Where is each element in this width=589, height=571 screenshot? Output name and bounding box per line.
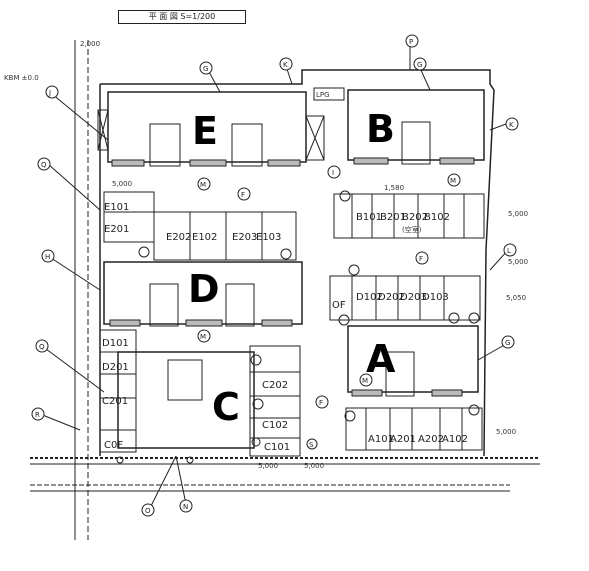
dim-bottom-1: 5,000 [258,462,278,470]
ref-s: S [309,441,314,449]
ref-h: H [45,253,50,261]
parking-a [345,407,483,451]
ref-g: G [203,65,208,73]
unit-e102: E102 [192,232,217,243]
building-d-letter: D [188,267,220,311]
unit-b201: B201 [380,212,406,223]
ref-f-2: F [419,255,423,263]
site-boundary [100,69,495,457]
dim-b-width: 1,580 [384,184,404,192]
ref-f: F [241,191,245,199]
building-c-letter: C [212,385,240,429]
building-a-outline [347,325,479,393]
dim-right-1: 5,000 [508,210,528,218]
building-a-core [385,351,415,397]
ref-k-2: K [509,121,514,129]
unit-e202: E202 [166,232,191,243]
unit-e101: E101 [104,202,129,213]
ref-q: Q [41,161,47,169]
building-e-core-1 [149,123,181,167]
parking-dc-left [99,329,137,453]
dim-bottom-2: 5,000 [304,462,324,470]
unit-e203: E203 [232,232,257,243]
unit-e103: E103 [256,232,281,243]
ref-o: O [145,507,151,515]
stair-e [97,109,109,151]
ref-i: I [332,169,334,177]
lpg-label: LPG [316,91,330,99]
ref-m: M [200,181,206,189]
balcony [111,159,145,167]
unit-d202: D202 [378,292,405,303]
dim-right-2: 5,000 [508,258,528,266]
building-b-letter: B [366,107,395,151]
unit-d101: D101 [102,338,129,349]
parking-d [329,275,481,321]
building-c-core [167,359,203,401]
unit-c0f: C0F [104,440,123,451]
unit-d201: D201 [102,362,129,373]
parking-b [333,193,485,239]
unit-b101: B101 [356,212,382,223]
kbm-label: KBM ±0.0 [4,74,39,82]
unit-b202: B202 [402,212,428,223]
dim-top-left: 2,000 [80,40,100,48]
unit-c201: C201 [102,396,128,407]
unit-c102: C102 [262,420,288,431]
balcony [267,159,301,167]
unit-c202: C202 [262,380,288,391]
ref-f-3: F [319,399,323,407]
unit-b102: B102 [424,212,450,223]
building-e-core-2 [231,123,263,167]
ref-m-3: M [200,333,206,341]
balcony [189,159,227,167]
ref-q-2: Q [39,343,45,351]
unit-a202: A202 [418,434,444,445]
unit-a102: A102 [442,434,468,445]
unit-b202-note: (空室) [402,225,422,234]
dim-right-3: 5,050 [506,294,526,302]
ref-k: K [283,61,288,69]
ref-r: R [35,411,40,419]
parking-e-right [153,211,297,261]
unit-d102: D102 [356,292,383,303]
ref-m-4: M [362,377,368,385]
building-c-outline [117,351,255,449]
building-b-outline [347,89,485,161]
ref-j: J [48,89,51,97]
reference-letters: P G K G J K Q H L Q G R O N M M F F M M … [35,38,514,515]
drawing-title: 平 面 図 S=1/200 [118,10,246,24]
stair-b [305,115,325,161]
building-e-letter: E [192,109,218,153]
ref-p: P [409,38,413,46]
unit-a101: A101 [368,434,394,445]
unit-a201: A201 [390,434,416,445]
dim-e-width: 5,000 [112,180,132,188]
unit-e201: E201 [104,224,129,235]
building-b-core [401,121,431,165]
building-d-core-1 [149,283,179,327]
unit-c101: C101 [264,442,290,453]
ref-n: N [183,503,188,511]
ref-g-2: G [417,61,422,69]
unit-labels: E101 E201 E202 E102 E203 E103 B101 B201 … [102,202,468,453]
building-a-letter: A [366,337,396,381]
unit-d103: D103 [422,292,449,303]
parking-c [249,345,301,457]
dim-right-4: 5,000 [496,428,516,436]
ref-m-2: M [450,177,456,185]
lpg-storage [313,87,345,101]
building-d-core-2 [225,283,255,327]
unit-d203: D203 [400,292,427,303]
ref-g-3: G [505,339,510,347]
unit-of: OF [332,300,346,311]
ref-l: L [507,247,511,255]
